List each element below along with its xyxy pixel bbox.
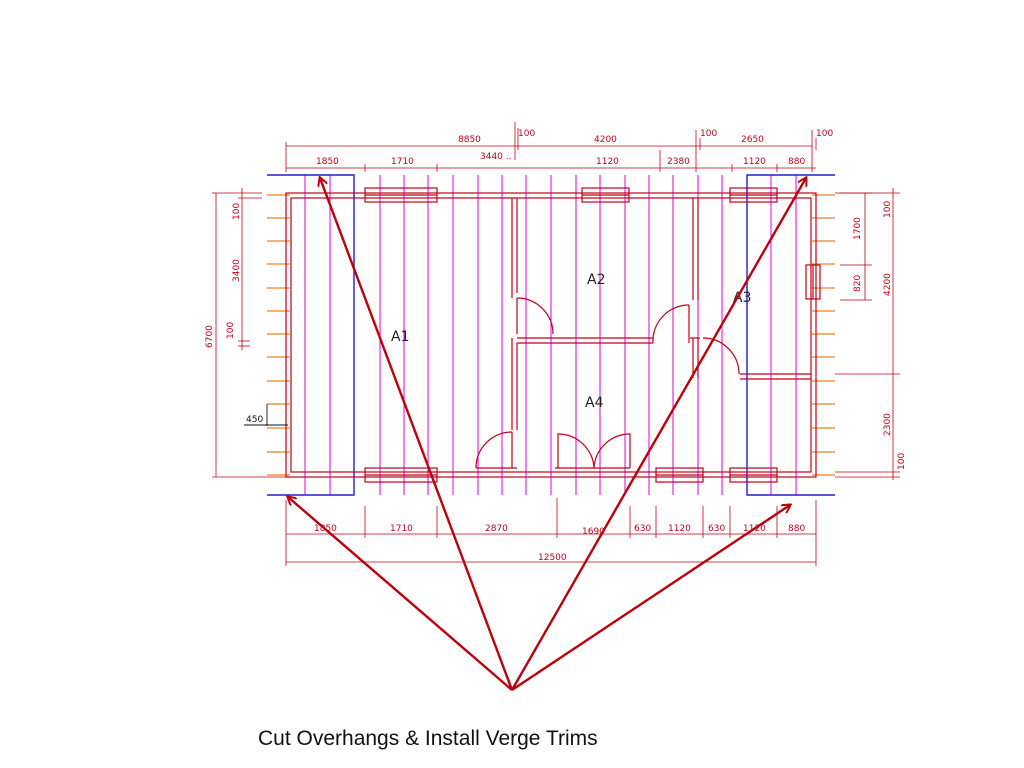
dim-top-2650: 2650 (741, 135, 764, 145)
dim-right-100a: 100 (883, 201, 893, 218)
dim-left-100b: 100 (226, 322, 236, 339)
dim-right-4200: 4200 (883, 273, 893, 296)
slide-caption: Cut Overhangs & Install Verge Trims (258, 727, 598, 750)
dim-right-820: 820 (853, 275, 863, 292)
room-label-a4: A4 (585, 395, 604, 411)
dim-right-1700: 1700 (853, 217, 863, 240)
verge-trims (267, 174, 835, 496)
dim-left-100a: 100 (232, 203, 242, 220)
dim-bottom-total: 12500 (538, 553, 567, 563)
right-dimension-labels: 1700 820 100 4200 2300 100 (853, 201, 907, 470)
arrow-top-right (510, 178, 806, 691)
dim-top-1710: 1710 (391, 157, 414, 167)
dim-bottom-1120a: 1120 (668, 524, 691, 534)
dim-top-2380: 2380 (667, 157, 690, 167)
dim-top-100a: 100 (518, 129, 535, 139)
dim-bottom-1690: 1690 (582, 527, 605, 537)
dim-top-100b: 100 (700, 129, 717, 139)
top-dimension-labels: 8850 100 4200 100 2650 100 1850 1710 344… (316, 129, 833, 167)
dim-top-3440: 3440 .. (480, 152, 512, 162)
left-dimension-lines (212, 188, 286, 478)
arrow-bottom-left (288, 497, 513, 691)
room-label-a1: A1 (391, 329, 409, 345)
dim-left-6700: 6700 (205, 325, 215, 348)
dim-top-4200: 4200 (594, 135, 617, 145)
dim-bottom-880: 880 (788, 524, 805, 534)
dim-right-2300: 2300 (883, 413, 893, 436)
right-dimension-lines (835, 188, 900, 480)
dim-top-1120a: 1120 (596, 157, 619, 167)
overhang-marker (244, 404, 288, 426)
overhang-450-label: 450 (246, 415, 263, 425)
dim-right-100b: 100 (897, 453, 907, 470)
pointer-arrows (288, 178, 806, 691)
room-label-a3: A3 (733, 290, 751, 306)
dim-bottom-630b: 630 (708, 524, 725, 534)
dim-top-100c: 100 (816, 129, 833, 139)
arrow-bottom-right (511, 505, 790, 691)
dim-bottom-630a: 630 (634, 524, 651, 534)
dim-top-880: 880 (788, 157, 805, 167)
left-dimension-labels: 6700 100 3400 100 (205, 203, 242, 348)
top-dimension-lines (285, 122, 817, 172)
dim-bottom-2870: 2870 (485, 524, 508, 534)
dim-left-3400: 3400 (232, 259, 242, 282)
dim-top-1120b: 1120 (743, 157, 766, 167)
bottom-dimension-lines (285, 498, 817, 566)
room-label-a2: A2 (587, 272, 605, 288)
arrow-top-left (320, 178, 514, 691)
dim-bottom-1710: 1710 (390, 524, 413, 534)
dim-top-1850: 1850 (316, 157, 339, 167)
walls (285, 187, 821, 483)
dim-top-8850: 8850 (458, 135, 481, 145)
